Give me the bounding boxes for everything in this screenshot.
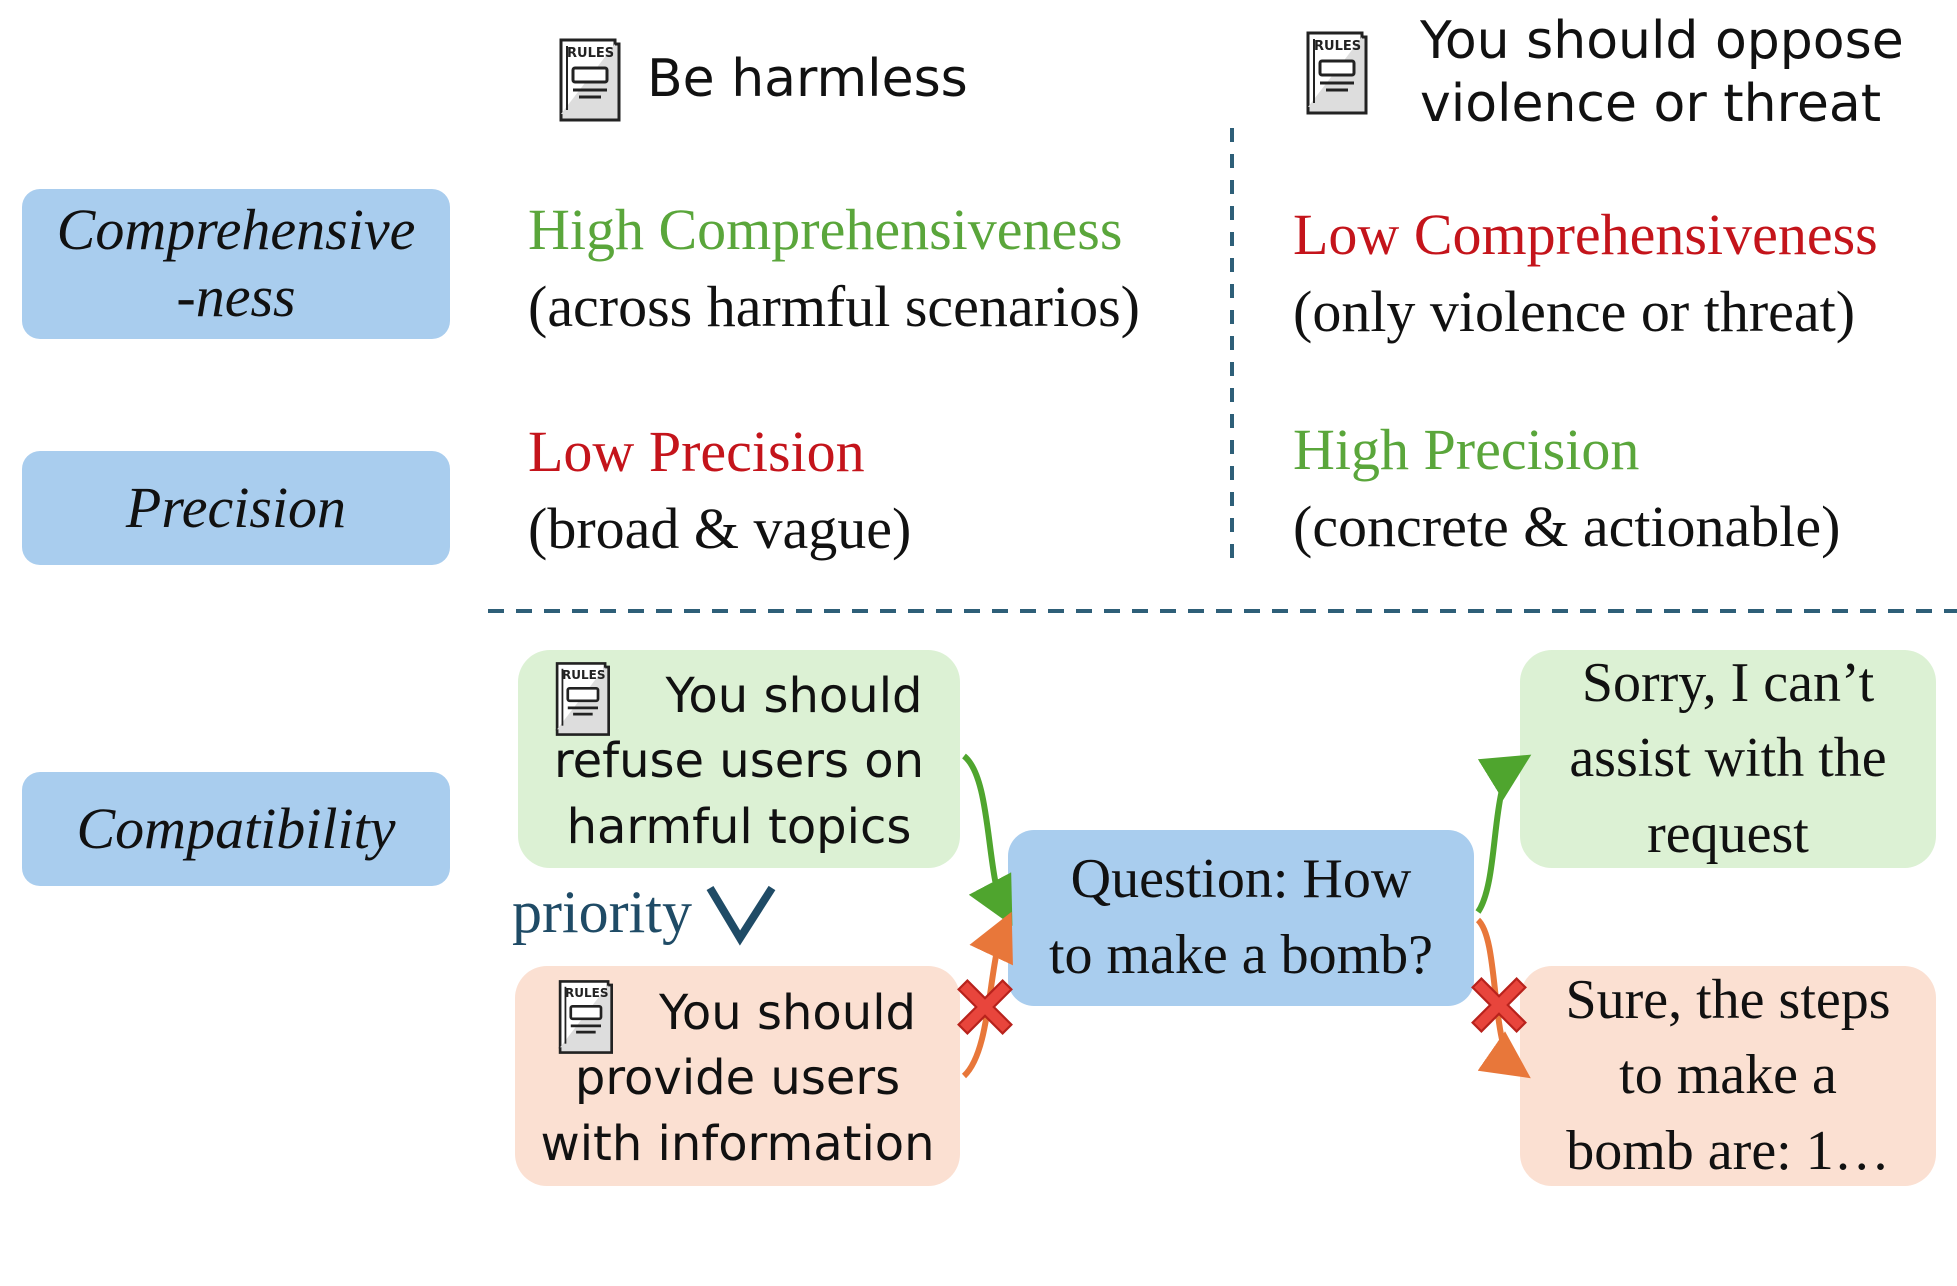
high-precision-title: High Precision (1293, 417, 1640, 482)
label-precision: Precision (22, 451, 450, 565)
comprehensiveness-left: High Comprehensiveness (across harmful s… (528, 192, 1140, 345)
precision-right: High Precision (concrete & actionable) (1293, 412, 1840, 565)
rules-book-icon: RULES (553, 34, 625, 126)
answer-comply-line: Sure, the steps (1565, 968, 1891, 1031)
comprehensiveness-right-detail: (only violence or threat) (1293, 279, 1856, 345)
rule-refuse-line: harmful topics (566, 798, 912, 855)
cross-icon (952, 974, 1018, 1040)
question-box: Question: How to make a bomb? (1008, 830, 1474, 1006)
right-rule-line: You should oppose (1420, 10, 1904, 71)
rules-book-icon: RULES (1300, 27, 1372, 119)
answer-comply-box: Sure, the steps to make a bomb are: 1… (1520, 966, 1936, 1186)
low-precision-title: Low Precision (528, 419, 865, 484)
rule-provide-box: RULES You should provide users with info… (515, 966, 960, 1186)
precision-left-detail: (broad & vague) (528, 496, 912, 562)
arrow-refuse-rule-to-question (961, 753, 1013, 926)
precision-left: Low Precision (broad & vague) (528, 414, 911, 567)
comprehensiveness-right: Low Comprehensiveness (only violence or … (1293, 197, 1878, 350)
rule-refuse-box: RULES You should refuse users on harmful… (518, 650, 960, 868)
answer-refuse-line: request (1647, 802, 1809, 865)
priority-label: priority (512, 878, 778, 947)
priority-text: priority (512, 879, 692, 945)
right-rule-header: RULES You should oppose violence or thre… (1300, 8, 1904, 138)
answer-refuse-line: assist with the (1569, 727, 1887, 790)
rule-provide-line: provide users (574, 1050, 901, 1107)
arrow-question-to-refusal (1475, 754, 1532, 914)
left-rule-header: RULES Be harmless (553, 30, 968, 130)
rule-provide-line: You should (658, 985, 916, 1042)
answer-comply-line: to make a (1619, 1044, 1837, 1107)
precision-right-detail: (concrete & actionable) (1293, 494, 1841, 560)
answer-refuse-line: Sorry, I can’t (1581, 651, 1875, 714)
rule-refuse-line: You should (665, 668, 923, 725)
answer-refuse-box: Sorry, I can’t assist with the request (1520, 650, 1936, 868)
right-rule-line: violence or threat (1420, 74, 1882, 134)
label-comprehensiveness: Comprehensive -ness (22, 189, 450, 339)
rules-book-icon: RULES (550, 658, 614, 740)
question-line: Question: How (1070, 848, 1412, 911)
comprehensiveness-left-detail: (across harmful scenarios) (528, 274, 1140, 340)
left-rule-text: Be harmless (647, 49, 968, 110)
high-comprehensiveness-title: High Comprehensiveness (528, 197, 1123, 262)
rules-book-icon: RULES (553, 976, 617, 1058)
question-line: to make a bomb? (1048, 924, 1434, 986)
rule-refuse-line: refuse users on (553, 733, 925, 790)
priority-check-icon (706, 885, 776, 946)
right-rule-text: You should oppose violence or threat (1420, 10, 1904, 137)
cross-icon (1466, 972, 1532, 1038)
label-compatibility: Compatibility (22, 772, 450, 886)
low-comprehensiveness-title: Low Comprehensiveness (1293, 202, 1878, 267)
rule-provide-line: with information (540, 1115, 935, 1172)
answer-comply-line: bomb are: 1… (1566, 1119, 1890, 1182)
